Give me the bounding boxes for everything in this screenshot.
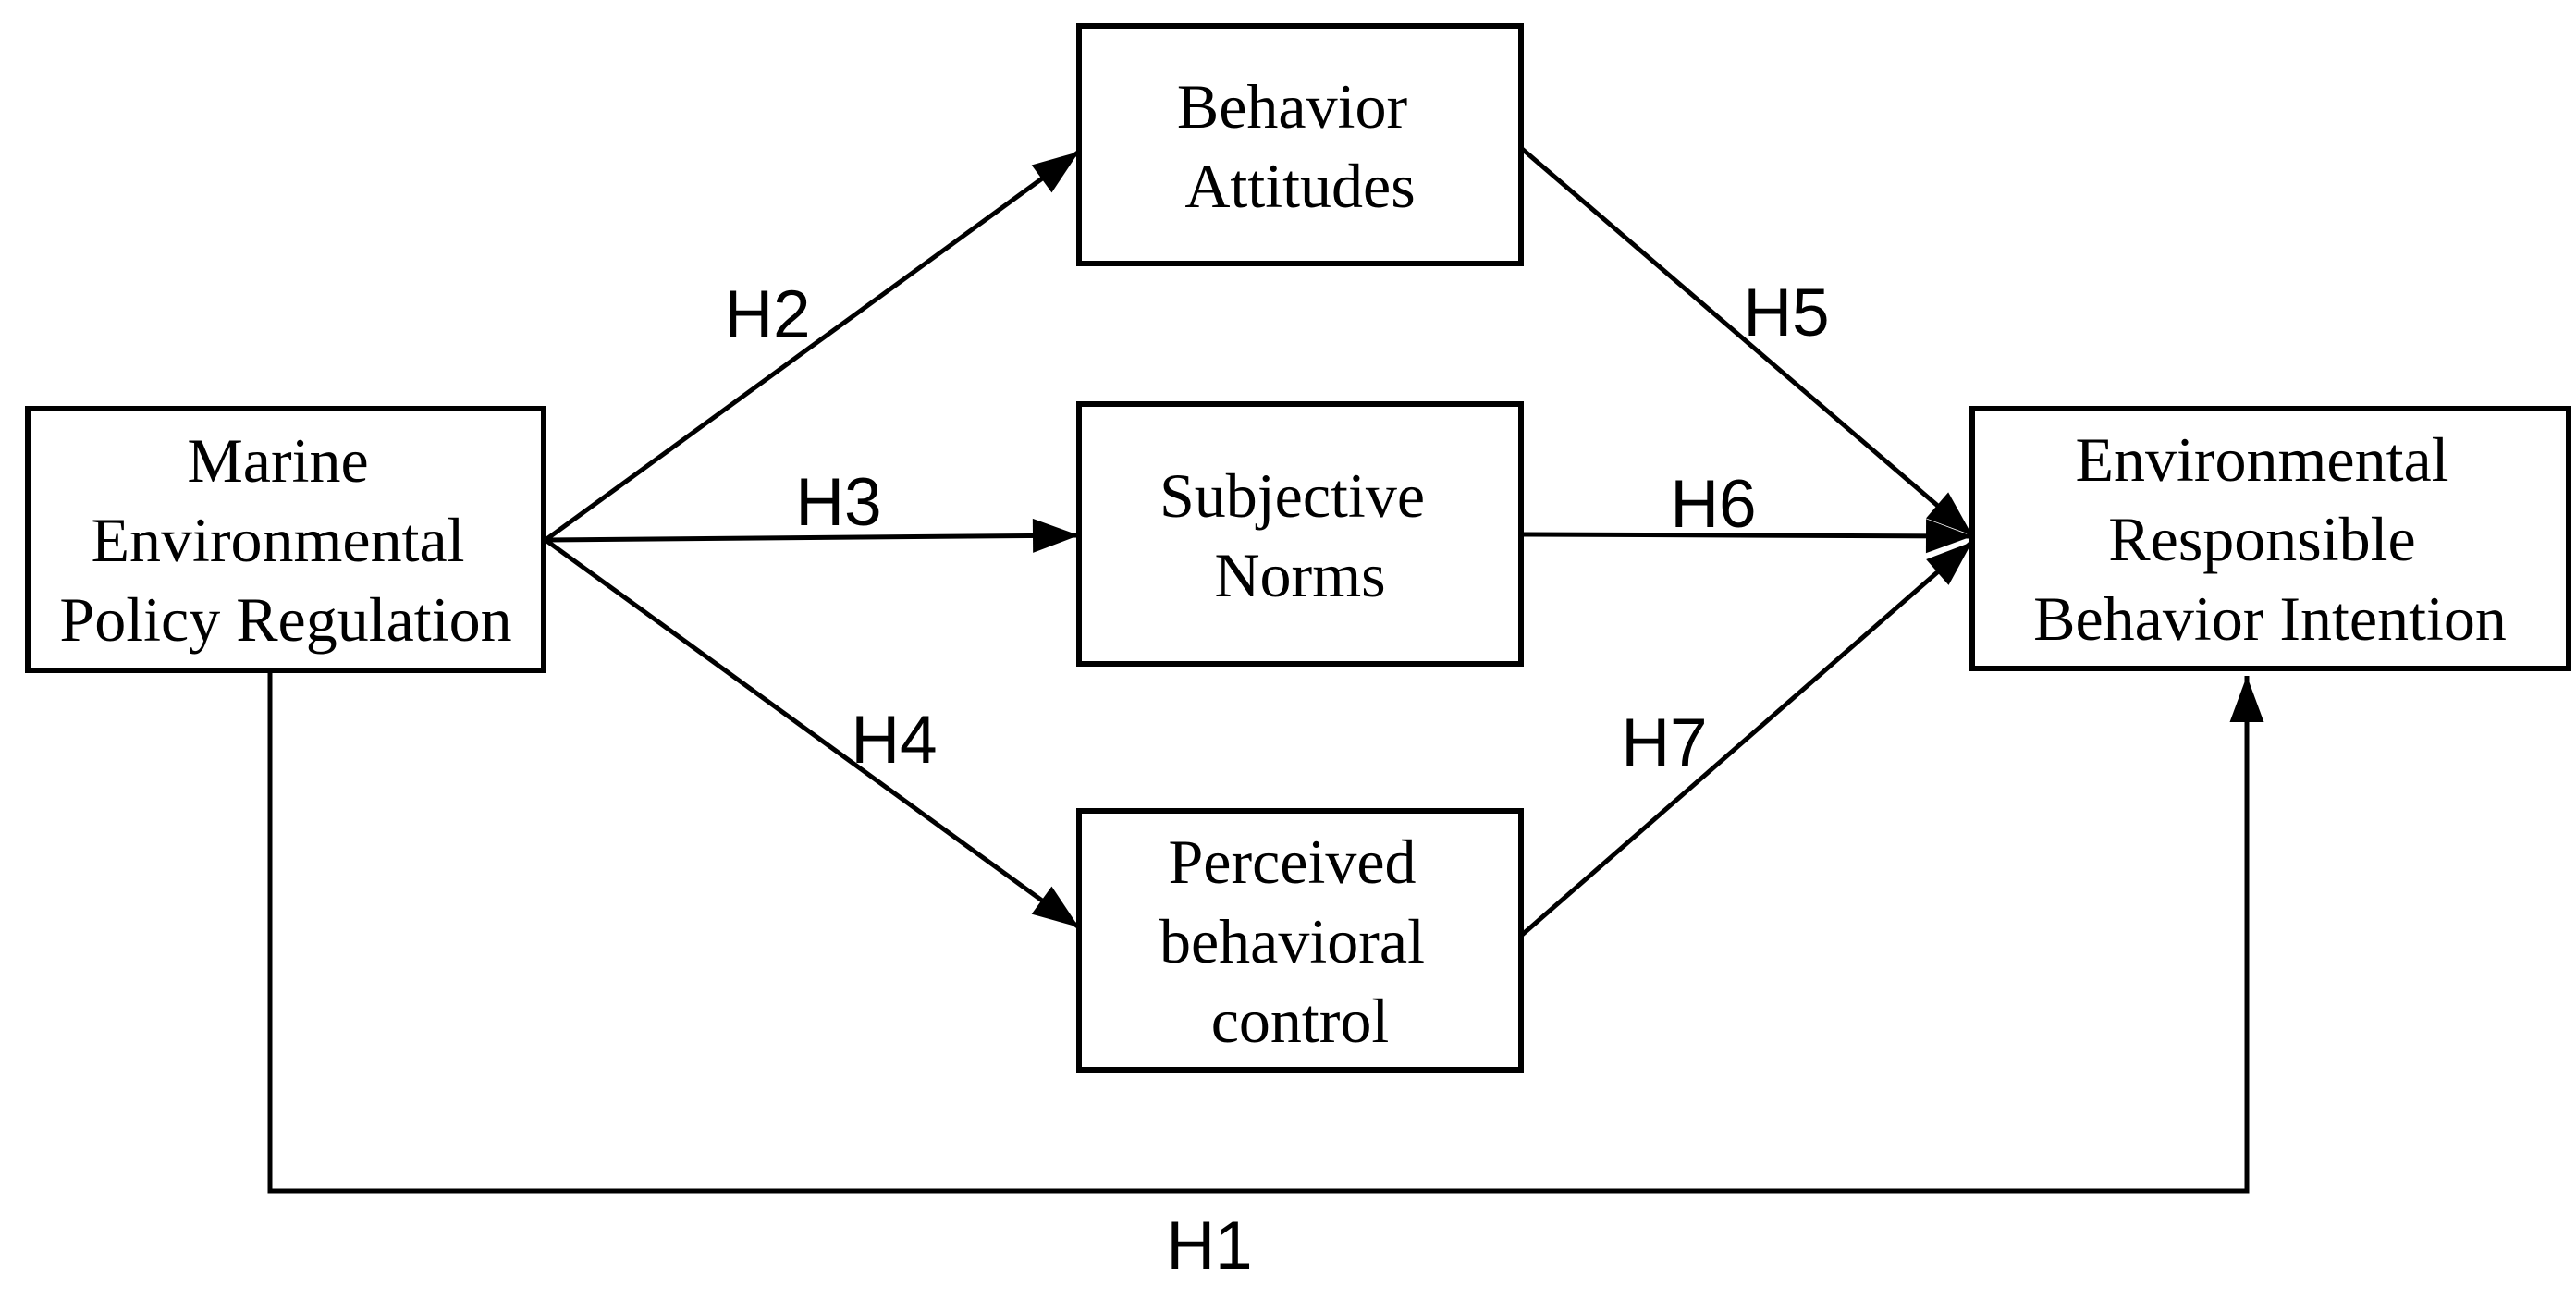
box-label-line: Behavior (1177, 71, 1408, 141)
box-label-line: Norms (1214, 540, 1385, 610)
arrow-label-h1: H1 (1166, 1208, 1252, 1283)
box-label-line: Policy Regulation (59, 584, 511, 655)
arrow-h6 (1520, 519, 1973, 554)
arrow-label-h4: H4 (851, 703, 937, 778)
box-label-line: behavioral (1159, 906, 1425, 976)
box-label-behavior-attitudes: Behavior Attitudes (1177, 71, 1423, 221)
box-behavior-attitudes (1076, 23, 1524, 266)
box-label-line: Perceived (1168, 827, 1416, 897)
arrow-label-h2: H2 (724, 277, 810, 352)
box-label-line: Responsible (2108, 504, 2415, 574)
box-label-line: Behavior Intention (2033, 583, 2507, 654)
arrow-label-h7: H7 (1621, 705, 1707, 780)
box-environmental-responsible-behavior-intention (1969, 406, 2571, 671)
box-label-marine-policy: Marine Environmental Policy Regulation (59, 425, 511, 655)
box-label-perceived-behavioral-control: Perceived behavioral control (1159, 827, 1441, 1056)
box-label-line: Environmental (2075, 424, 2448, 495)
box-label-line: Subjective (1159, 460, 1425, 531)
arrow-h5 (1519, 146, 1974, 537)
arrow-label-h6: H6 (1670, 467, 1756, 542)
arrow-h1 (267, 670, 2264, 1194)
box-subjective-norms (1076, 401, 1524, 667)
box-label-line: Environmental (91, 505, 464, 575)
arrow-label-h3: H3 (795, 465, 881, 540)
arrow-h2 (544, 149, 1081, 543)
arrow-h7 (1519, 540, 1974, 938)
box-label-subjective-norms: Subjective Norms (1159, 460, 1441, 610)
arrow-label-h5: H5 (1743, 276, 1829, 350)
box-marine-environmental-policy-regulation (25, 406, 546, 673)
box-label-line: Marine (187, 425, 368, 496)
box-label-erb-intention: Environmental Responsible Behavior Inten… (2033, 424, 2507, 654)
box-label-line: control (1211, 986, 1390, 1056)
box-perceived-behavioral-control (1076, 808, 1524, 1073)
box-label-line: Attitudes (1184, 151, 1415, 221)
arrow-h3 (545, 518, 1080, 553)
arrow-h4 (544, 537, 1081, 930)
